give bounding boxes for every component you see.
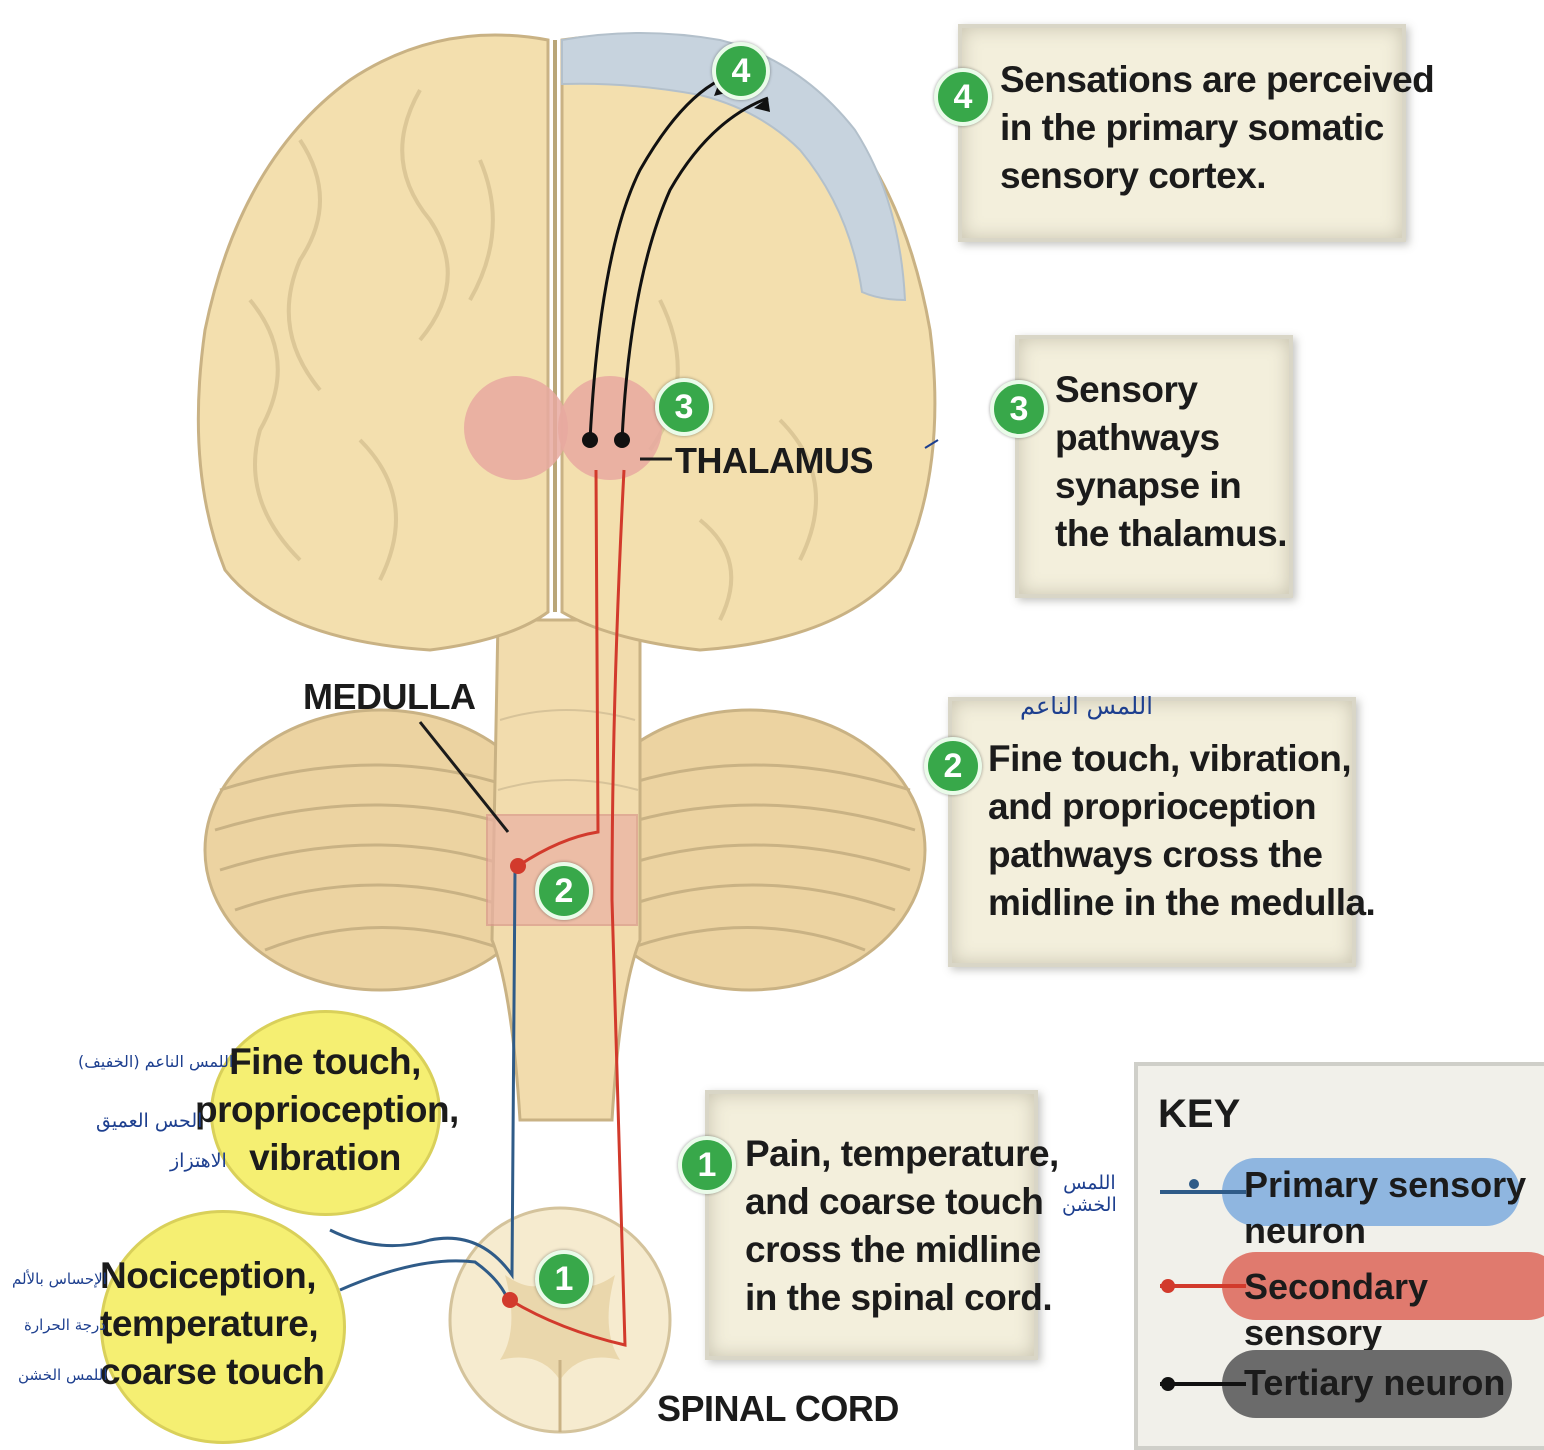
diagram-badge-2: 2 [535, 862, 593, 920]
handwritten-proprioception: الحس العميق [96, 1110, 202, 1132]
key-primary-label: Primary sensory neuron [1244, 1162, 1526, 1254]
step-4-badge: 4 [934, 68, 992, 126]
lower-sensation-text: Nociception, temperature, coarse touch [100, 1252, 325, 1396]
handwritten-temperature: درجة الحرارة [24, 1316, 106, 1334]
right-hemisphere [562, 35, 935, 650]
handwritten-fine-touch-oval: اللمس الناعم (الخفيف) [78, 1052, 233, 1071]
spinal-cord-label: SPINAL CORD [657, 1388, 899, 1430]
step-3-text: Sensory pathways synapse in the thalamus… [1055, 366, 1287, 558]
tertiary-neuron-line-icon [1158, 1370, 1248, 1400]
handwritten-nociception: الإحساس بالألم [12, 1270, 107, 1288]
step-1-badge: 1 [678, 1136, 736, 1194]
handwritten-fine-touch-box: اللمس الناعم [1020, 692, 1153, 720]
secondary-neuron-line-icon [1158, 1272, 1248, 1302]
primary-neuron-line-icon [1158, 1174, 1248, 1204]
upper-sensation-text: Fine touch, proprioception, vibration [195, 1038, 455, 1182]
step-1-text: Pain, temperature, and coarse touch cros… [745, 1130, 1059, 1322]
diagram-badge-1: 1 [535, 1250, 593, 1308]
handwritten-coarse-touch: اللمس الخشن [1062, 1172, 1117, 1216]
handwritten-vibration: الاهتزاز [170, 1150, 227, 1172]
step-4-text: Sensations are perceived in the primary … [1000, 56, 1434, 200]
diagram-badge-3: 3 [655, 378, 713, 436]
key-tertiary-label: Tertiary neuron [1244, 1360, 1505, 1406]
step-2-badge: 2 [924, 737, 982, 795]
step-3-badge: 3 [990, 380, 1048, 438]
key-legend: KEY Primary sensory neuron Secondary sen… [1134, 1062, 1544, 1450]
diagram-badge-4: 4 [712, 42, 770, 100]
handwritten-coarse-touch-oval: اللمس الخشن [18, 1366, 108, 1384]
key-title: KEY [1158, 1092, 1240, 1137]
spinal-cord-section [450, 1208, 670, 1432]
medulla-label: MEDULLA [303, 676, 475, 718]
left-hemisphere [198, 35, 548, 650]
step-2-text: Fine touch, vibration, and proprioceptio… [988, 735, 1375, 927]
thalamus-label: THALAMUS [675, 440, 873, 482]
